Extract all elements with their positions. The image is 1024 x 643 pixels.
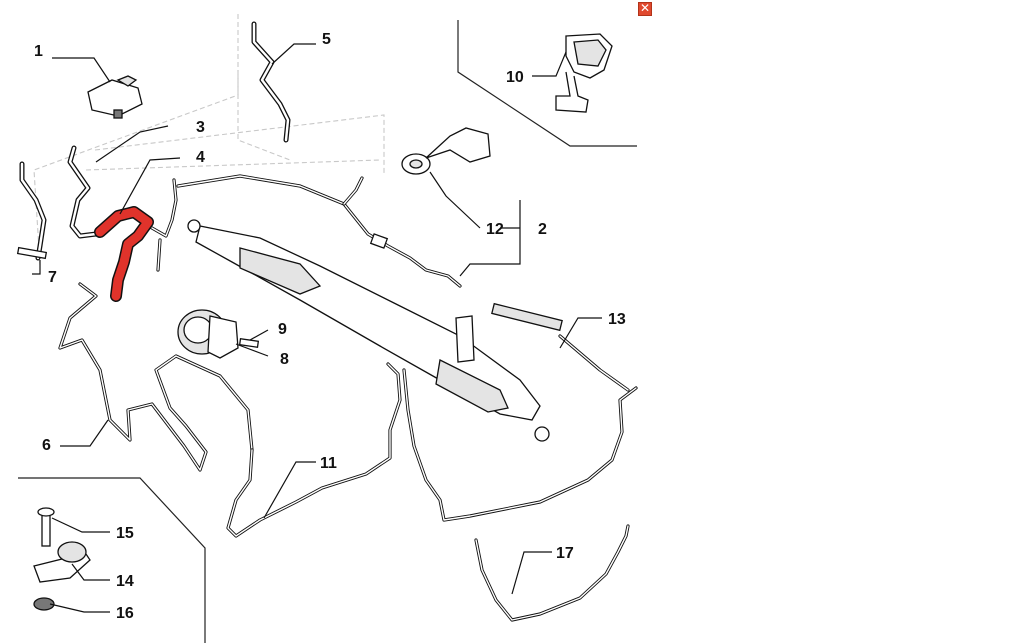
callout-3: 3 <box>196 119 205 136</box>
steering-rack-part <box>187 219 550 442</box>
line-17-part <box>474 524 630 622</box>
pump-8-part <box>177 309 239 359</box>
cylinder-13-part <box>491 302 630 392</box>
callout-13: 13 <box>608 311 626 328</box>
return-line-6-part <box>58 282 254 472</box>
section-frames <box>18 14 637 643</box>
callout-2: 2 <box>538 221 547 238</box>
callout-4: 4 <box>196 149 205 166</box>
callout-10: 10 <box>506 69 524 86</box>
callout-15: 15 <box>116 525 134 542</box>
callout-12: 12 <box>486 221 504 238</box>
hose-3-part <box>67 145 99 239</box>
callout-8: 8 <box>280 351 289 368</box>
close-icon: ✕ <box>639 1 651 15</box>
callout-11: 11 <box>320 455 337 472</box>
bracket-12-part <box>401 127 491 175</box>
clamp-10-part <box>555 33 613 113</box>
callout-1: 1 <box>34 43 43 60</box>
callout-16: 16 <box>116 605 134 622</box>
callout-7: 7 <box>48 269 57 286</box>
hose-4-highlighted-part <box>94 178 178 302</box>
line-11-part <box>226 362 638 538</box>
callout-labels: 1 2 3 4 5 6 7 8 9 10 11 12 13 14 15 16 1… <box>34 31 626 622</box>
callout-6: 6 <box>42 437 51 454</box>
bolt-9-part <box>238 338 260 348</box>
hose-5-part <box>251 21 291 143</box>
callout-9: 9 <box>278 321 287 338</box>
leader-lines <box>32 43 602 613</box>
callout-14: 14 <box>116 573 134 590</box>
close-button[interactable]: ✕ <box>638 2 652 16</box>
clip-set-part <box>33 507 91 611</box>
reservoir-part <box>87 75 143 119</box>
callout-5: 5 <box>322 31 331 48</box>
pressure-line-part <box>176 174 462 288</box>
callout-17: 17 <box>556 545 574 562</box>
hose-7-part <box>16 161 48 261</box>
